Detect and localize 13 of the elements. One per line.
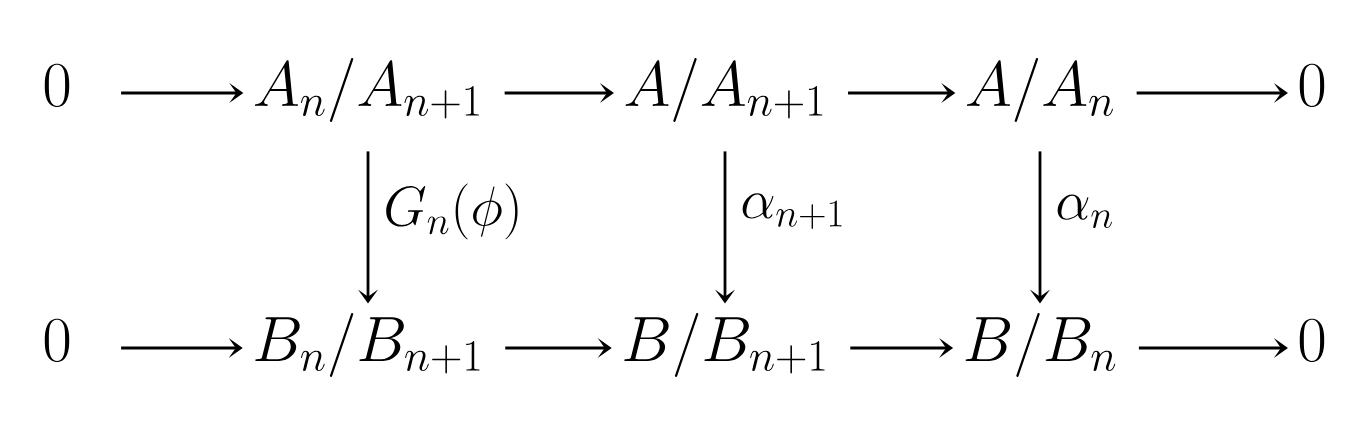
math-term: $B/B_{n+1}$ bbox=[624, 313, 825, 377]
math-term: $A/A_n$ bbox=[966, 58, 1113, 122]
edge-label: $\alpha_{n+1}$ bbox=[742, 193, 842, 229]
edge-label: $G_n(\phi)$ bbox=[386, 183, 518, 240]
math-term: $0$ bbox=[1299, 318, 1325, 363]
math-term: $0$ bbox=[44, 318, 70, 363]
math-term: $A/A_{n+1}$ bbox=[625, 58, 823, 122]
math-term: $B/B_n$ bbox=[965, 313, 1116, 377]
math-term: $0$ bbox=[1299, 63, 1325, 108]
math-term: $B_n/B_{n+1}$ bbox=[255, 313, 480, 377]
math-term: $A_n/A_{n+1}$ bbox=[254, 58, 479, 122]
edge-label: $\alpha_n$ bbox=[1057, 194, 1113, 229]
math-term: $0$ bbox=[44, 63, 70, 108]
